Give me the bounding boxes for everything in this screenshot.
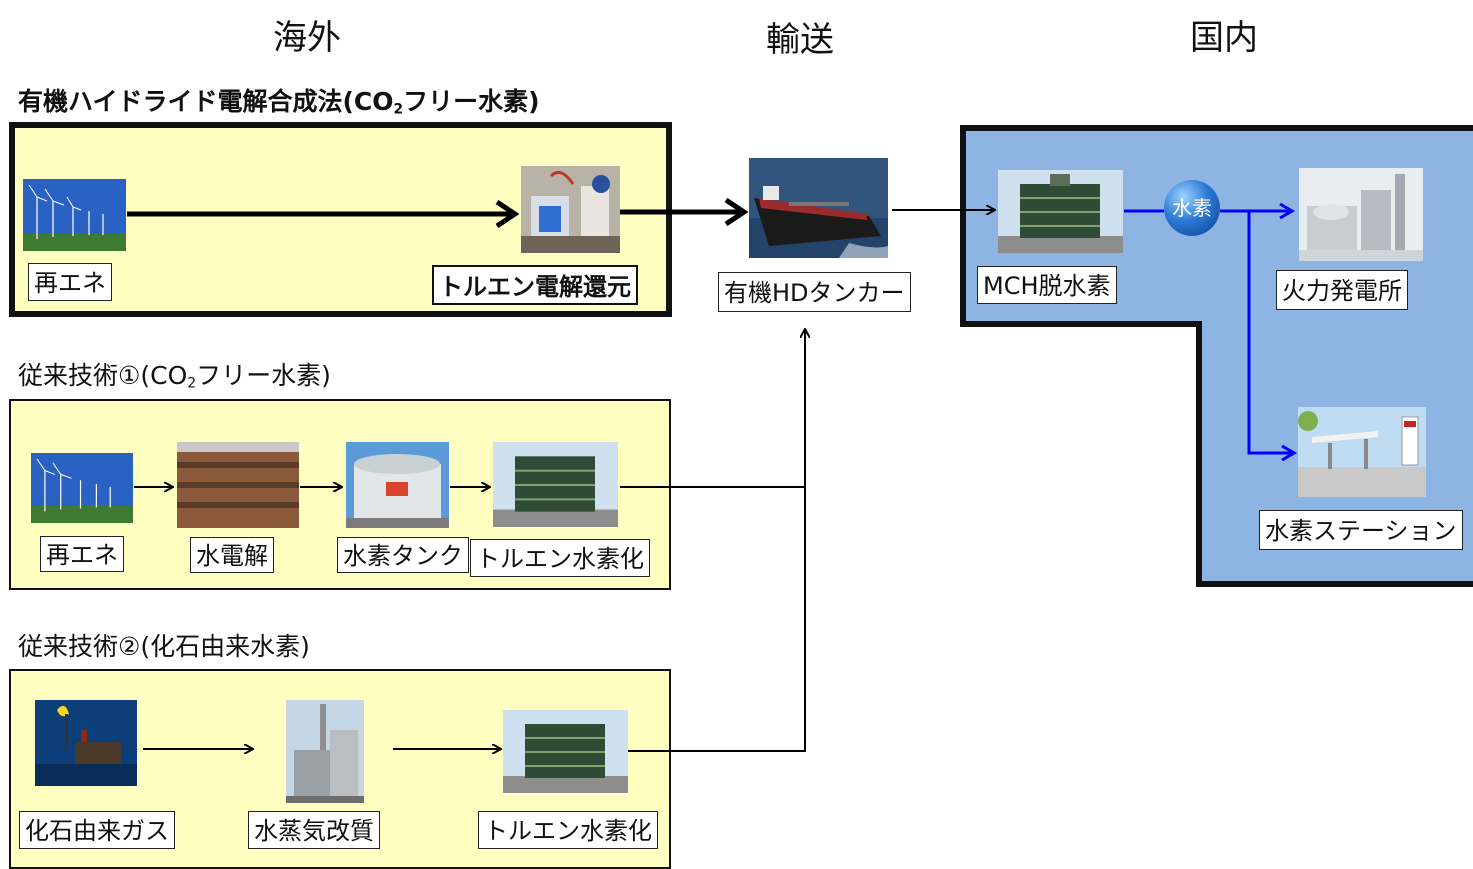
header-transport: 輸送 [766, 20, 834, 60]
label-toluene-hydrogenation-2: トルエン水素化 [478, 811, 658, 849]
label-fossil-gas: 化石由来ガス [19, 811, 175, 849]
header-overseas: 海外 [273, 18, 341, 58]
label-mch-dehydrogenation: MCH脱水素 [977, 266, 1117, 304]
section3-title: 従来技術②(化石由来水素) [18, 632, 310, 661]
power-plant-image [1299, 168, 1423, 261]
electrolysis-plant-image [177, 442, 299, 528]
steam-reformer-image [286, 700, 364, 803]
hydrogen-bubble: 水素 [1164, 180, 1220, 236]
label-hydrogen-tank: 水素タンク [337, 537, 469, 573]
wind-turbine-image-2 [31, 453, 133, 523]
label-hydrogen-station: 水素ステーション [1259, 510, 1463, 550]
label-toluene-electroreduction: トルエン電解還元 [432, 265, 638, 305]
label-organic-hd-tanker: 有機HDタンカー [718, 272, 911, 312]
lab-apparatus-image [521, 166, 620, 253]
label-toluene-hydrogenation-1: トルエン水素化 [470, 539, 650, 577]
label-renewable-2: 再エネ [40, 536, 124, 572]
offshore-rig-image [35, 700, 137, 786]
label-renewable-1: 再エネ [28, 263, 112, 301]
label-power-plant: 火力発電所 [1276, 270, 1408, 310]
section2-title: 従来技術①(CO2フリー水素) [18, 361, 331, 392]
header-domestic: 国内 [1190, 18, 1258, 58]
toluene-plant-image-1 [493, 442, 618, 527]
tanker-image [749, 158, 888, 258]
label-water-electrolysis: 水電解 [190, 537, 274, 573]
label-steam-reforming: 水蒸気改質 [248, 811, 380, 849]
mch-plant-image [998, 170, 1123, 253]
section1-title: 有機ハイドライド電解合成法(CO2フリー水素) [18, 87, 540, 118]
wind-turbine-image-1 [23, 179, 126, 251]
hydrogen-station-image [1298, 407, 1426, 497]
toluene-plant-image-2 [503, 710, 628, 793]
hydrogen-tank-image [346, 442, 449, 528]
